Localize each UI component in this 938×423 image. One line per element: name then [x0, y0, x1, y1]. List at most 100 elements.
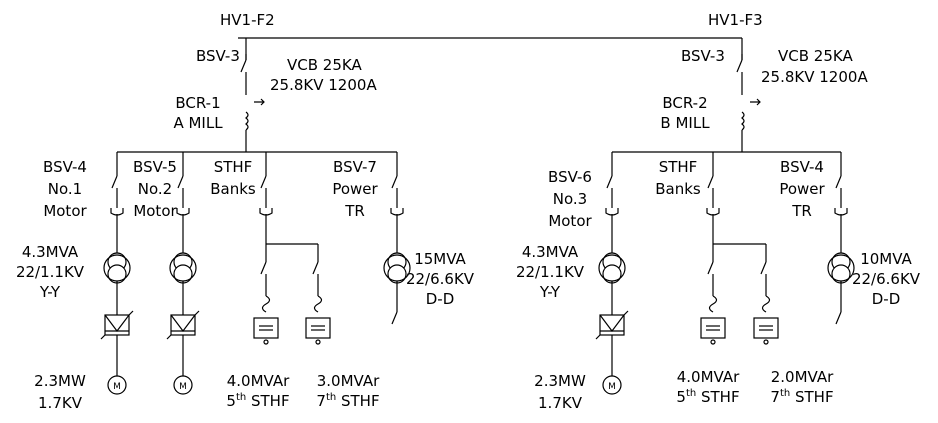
- feeder1-tr-kv-left: 22/1.1KV: [15, 263, 85, 281]
- main-switch-label-right: BSV-3: [681, 47, 725, 65]
- power-tr-conn-left: D-D: [425, 290, 455, 308]
- branch-switch-blade: [260, 175, 267, 189]
- sthf-filter-neutral: [710, 339, 716, 345]
- motor-circle: [107, 375, 127, 395]
- feeder1-tr-kv-right: 22/1.1KV: [515, 263, 585, 281]
- bank1-label-right: 5th STHF: [668, 388, 748, 406]
- bank1-sup-right: th: [685, 388, 697, 399]
- filter-switch-blade: [260, 261, 267, 275]
- vcb-label-right: VCB 25KA: [778, 47, 853, 65]
- soft-starter-gate-left: [100, 334, 106, 340]
- power-tr-switch-right: BSV-4: [780, 158, 824, 176]
- power-tr-mva-right: 10MVA: [860, 250, 912, 268]
- power-tr-switch-left: BSV-7: [333, 158, 377, 176]
- feeder1-tr-mva-right: 4.3MVA: [521, 243, 579, 261]
- feeder1-type-right: Motor: [548, 212, 592, 230]
- sthf-filter-reactor: [313, 295, 323, 313]
- bank2-label-right: 7th STHF: [762, 388, 842, 406]
- branch-switch-blade: [111, 175, 118, 189]
- feeder1-switch-right: BSV-6: [548, 168, 592, 186]
- motor-kv-right: 1.7KV: [538, 394, 582, 412]
- bank1-sup-left: th: [235, 392, 247, 403]
- bus-label-right: HV1-F3: [708, 11, 763, 29]
- filter-switch-blade: [312, 261, 319, 275]
- mill-label-right: B MILL: [660, 114, 710, 132]
- bus-label-left: HV1-F2: [220, 11, 275, 29]
- filter-switch-blade: [760, 261, 767, 275]
- sthf-filter-reactor: [761, 295, 771, 313]
- power-tr-switch-blade: [835, 311, 842, 325]
- sthf-filter-box: [305, 317, 331, 339]
- motor-kv-left: 1.7KV: [38, 394, 82, 412]
- feeder1-tr-mva-left: 4.3MVA: [21, 243, 79, 261]
- vcb-arrow: [750, 98, 761, 106]
- soft-starter-gate-right: [623, 310, 629, 316]
- feeder1-tr-conn-left: Y-Y: [39, 283, 61, 301]
- feeder2-switch-left: BSV-5: [133, 158, 177, 176]
- sthf-banks-label-left: Banks: [210, 180, 256, 198]
- vcb-label-left: VCB 25KA: [287, 56, 362, 74]
- power-tr-line2-left: TR: [345, 202, 365, 220]
- relay-label-left: BCR-1: [175, 94, 221, 112]
- sthf-filter-neutral: [263, 339, 269, 345]
- bank2-sup-left: th: [325, 392, 337, 403]
- main-switch-blade: [736, 59, 743, 73]
- motor-mw-right: 2.3MW: [534, 372, 586, 390]
- power-tr-mva-left: 15MVA: [414, 250, 466, 268]
- bank1-name-right: STHF: [701, 388, 740, 406]
- sthf-filter-reactor: [708, 295, 718, 313]
- relay-label-right: BCR-2: [662, 94, 708, 112]
- sthf-label-right: STHF: [658, 158, 698, 176]
- sthf-filter-box: [700, 317, 726, 339]
- branch-switch-blade: [835, 175, 842, 189]
- feeder1-type-left: Motor: [43, 202, 87, 220]
- motor-mw-left: 2.3MW: [34, 372, 86, 390]
- motor-symbol: M: [113, 382, 121, 392]
- power-tr-line1-right: Power: [779, 180, 825, 198]
- feeder1-switch-left: BSV-4: [43, 158, 87, 176]
- motor-transformer-secondary: [107, 264, 127, 284]
- bank2-label-left: 7th STHF: [308, 392, 388, 410]
- soft-starter-gate-left: [595, 334, 601, 340]
- branch-ct: [259, 208, 273, 216]
- bank2-sup-right: th: [779, 388, 791, 399]
- branch-switch-blade: [707, 175, 714, 189]
- feeder1-name-right: No.3: [552, 190, 588, 208]
- soft-starter-gate-right: [194, 310, 200, 316]
- sthf-filter-neutral: [763, 339, 769, 345]
- bank1-name-left: STHF: [251, 392, 290, 410]
- motor-transformer-secondary: [602, 264, 622, 284]
- sthf-filter-reactor: [261, 295, 271, 313]
- feeder2-type-left: Motor: [133, 202, 177, 220]
- bank2-order-left: 7: [316, 392, 326, 410]
- vcb-arrow: [254, 98, 265, 106]
- branch-ct: [706, 208, 720, 216]
- feeder1-tr-conn-right: Y-Y: [539, 283, 561, 301]
- motor-symbol: M: [179, 382, 187, 392]
- bank1-order-right: 5: [676, 388, 686, 406]
- bank2-name-left: STHF: [341, 392, 380, 410]
- power-tr-line2-right: TR: [792, 202, 812, 220]
- branch-switch-blade: [606, 175, 613, 189]
- bank1-mvar-right: 4.0MVAr: [676, 368, 740, 386]
- vcb-rating-left: 25.8KV 1200A: [270, 76, 377, 94]
- sthf-filter-box: [753, 317, 779, 339]
- relay-coil: [741, 111, 745, 131]
- main-switch-label-left: BSV-3: [196, 47, 240, 65]
- sthf-filter-neutral: [315, 339, 321, 345]
- branch-switch-blade: [391, 175, 398, 189]
- bank2-mvar-right: 2.0MVAr: [770, 368, 834, 386]
- feeder2-name-left: No.2: [137, 180, 173, 198]
- power-tr-line1-left: Power: [332, 180, 378, 198]
- branch-switch-blade: [177, 175, 184, 189]
- bank1-label-left: 5th STHF: [218, 392, 298, 410]
- vcb-rating-right: 25.8KV 1200A: [761, 68, 868, 86]
- bank2-order-right: 7: [770, 388, 780, 406]
- motor-symbol: M: [608, 382, 616, 392]
- sthf-label-left: STHF: [213, 158, 253, 176]
- power-tr-kv-right: 22/6.6KV: [851, 270, 921, 288]
- soft-starter-gate-left: [166, 334, 172, 340]
- power-tr-kv-left: 22/6.6KV: [405, 270, 475, 288]
